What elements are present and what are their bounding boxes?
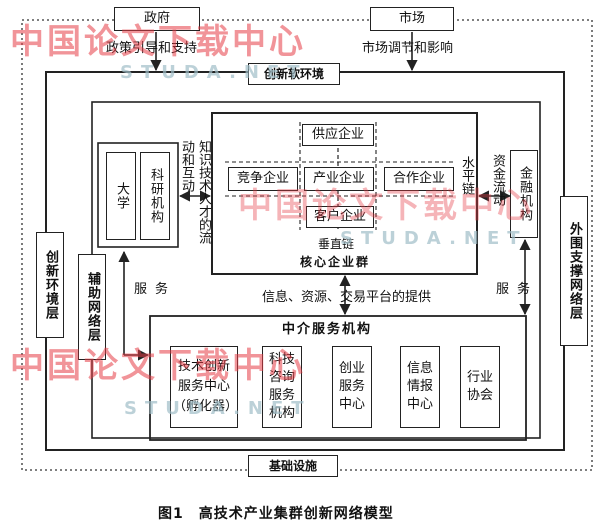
figure-caption: 图1 高技术产业集群创新网络模型 — [158, 506, 394, 522]
industry-assoc-text: 行业协会 — [466, 370, 493, 403]
external-support-layer-text: 外围支撑网络层 — [567, 222, 582, 320]
tech-center-text: 技术创新服务中心（孵化器） — [173, 359, 239, 414]
competition-enterprise-text: 竞争企业 — [236, 171, 289, 186]
university-text: 大学 — [114, 182, 129, 210]
info-center-text: 信息情报中心 — [406, 361, 433, 412]
infrastructure-label: 基础设施 — [248, 455, 338, 477]
intermediary-title: 中介服务机构 — [282, 322, 373, 337]
external-support-layer: 外围支撑网络层 — [560, 196, 588, 346]
infrastructure-text: 基础设施 — [268, 459, 317, 473]
horizontal-chain-text: 水平链 — [459, 156, 474, 195]
entrepreneurship-text: 创业服务中心 — [338, 361, 365, 412]
innovation-environment-layer-text: 创新环境层 — [43, 250, 58, 320]
competition-enterprise-box: 竞争企业 — [228, 167, 298, 191]
market-arrow-text: 市场调节和影响 — [362, 41, 454, 56]
knowledge-flow-text: 知识技术人才的流动和互动 — [179, 140, 211, 244]
vertical-chain-text: 垂直链 — [318, 237, 355, 251]
tech-center-box: 技术创新服务中心（孵化器） — [170, 346, 238, 428]
research-institute-text: 科研机构 — [148, 168, 163, 224]
core-group-title: 核心企业群 — [300, 255, 371, 269]
core-group-frame — [211, 112, 478, 275]
financial-institution-box: 金融机构 — [510, 150, 538, 238]
customer-enterprise-box: 客户企业 — [306, 206, 374, 228]
entrepreneurship-box: 创业服务中心 — [332, 346, 372, 428]
innovation-environment-layer: 创新环境层 — [36, 232, 64, 338]
auxiliary-network-layer-text: 辅助网络层 — [85, 272, 100, 342]
financial-institution-text: 金融机构 — [517, 166, 532, 222]
auxiliary-network-layer: 辅助网络层 — [78, 254, 106, 360]
industry-assoc-box: 行业协会 — [460, 346, 500, 428]
intermediary-frame — [149, 315, 527, 441]
capital-flow-text: 资金流动 — [490, 154, 505, 206]
service-right-text: 服务 — [496, 282, 539, 297]
soft-environment-text: 创新软环境 — [263, 67, 324, 81]
supply-enterprise-text: 供应企业 — [311, 127, 364, 142]
government-label: 政府 — [143, 11, 170, 26]
market-box: 市场 — [370, 7, 454, 31]
soft-environment-label: 创新软环境 — [248, 63, 340, 85]
supply-enterprise-box: 供应企业 — [302, 124, 374, 146]
platform-text: 信息、资源、交易平台的提供 — [262, 290, 432, 305]
industry-enterprise-text: 产业企业 — [312, 171, 365, 186]
customer-enterprise-text: 客户企业 — [313, 209, 366, 224]
outer-dotted-frame — [21, 19, 593, 471]
consulting-box: 科技咨询服务机构 — [262, 346, 302, 428]
government-arrow-text: 政策引导和支持 — [106, 41, 198, 56]
academia-frame — [97, 142, 179, 248]
industry-enterprise-box: 产业企业 — [304, 167, 374, 191]
university-box: 大学 — [106, 152, 136, 240]
consulting-text: 科技咨询服务机构 — [268, 352, 295, 421]
info-center-box: 信息情报中心 — [400, 346, 440, 428]
cooperation-enterprise-box: 合作企业 — [384, 167, 454, 191]
government-box: 政府 — [114, 7, 200, 31]
research-institute-box: 科研机构 — [140, 152, 170, 240]
service-left-text: 服务 — [134, 282, 177, 297]
market-label: 市场 — [398, 11, 425, 26]
cooperation-enterprise-text: 合作企业 — [392, 171, 445, 186]
